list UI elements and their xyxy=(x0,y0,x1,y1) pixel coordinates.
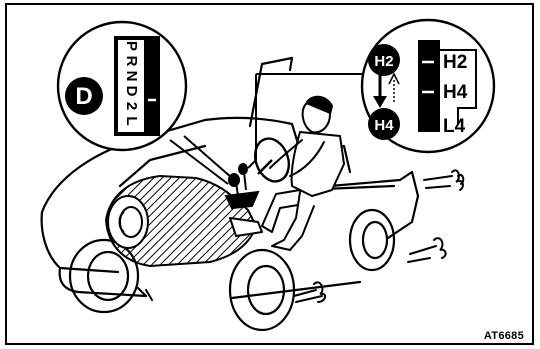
figure-code: AT6685 xyxy=(484,330,524,342)
transfer-position-l4: L4 xyxy=(443,116,466,137)
shift-mode-badge-label: D xyxy=(75,83,92,110)
shift-position-2: 2 xyxy=(123,102,140,110)
transfer-to-badge: H4 xyxy=(368,108,400,140)
transfer-to-badge-label: H4 xyxy=(374,117,394,134)
lower-front-wheel xyxy=(230,250,294,330)
shift-position-l: L xyxy=(123,116,140,125)
shift-position-r: R xyxy=(123,56,140,67)
shift-position-d: D xyxy=(123,86,140,97)
rear-wheel xyxy=(350,210,394,270)
gear-levers xyxy=(226,164,258,208)
transfer-from-badge: H2 xyxy=(368,44,400,76)
transfer-position-h2: H2 xyxy=(443,52,467,73)
shift-position-n: N xyxy=(123,71,140,82)
transfer-from-badge-label: H2 xyxy=(374,53,393,70)
shift-mode-badge: D xyxy=(65,77,103,115)
transfer-position-h4: H4 xyxy=(443,82,468,103)
shift-position-p: P xyxy=(123,41,140,51)
transfer-positions: H2 H4 L4 xyxy=(443,52,468,137)
